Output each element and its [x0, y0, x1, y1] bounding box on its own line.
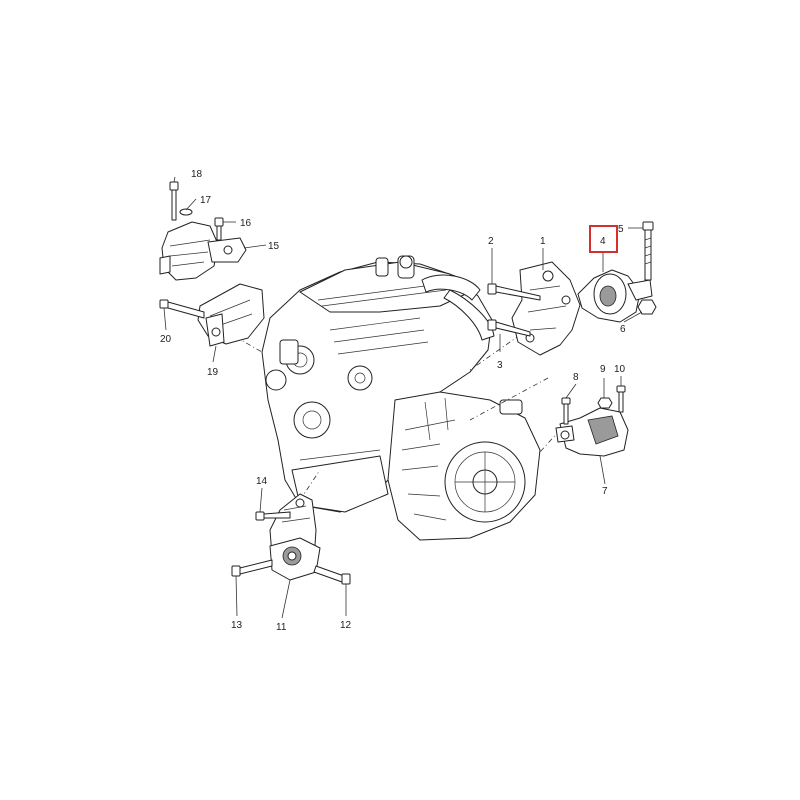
- bolt-16: [214, 217, 224, 241]
- callout-5: 5: [618, 224, 624, 235]
- bolt-10: [616, 385, 626, 413]
- callout-2: 2: [488, 236, 494, 247]
- front-mount-bracket: [269, 493, 321, 581]
- callout-6: 6: [620, 324, 626, 335]
- callout-8: 8: [573, 372, 579, 383]
- callout-labels: 1 2 3 4 5 6 7 8 9 10 11 12 13 14 15 16 1…: [160, 169, 626, 633]
- washer-17: [179, 208, 193, 216]
- nut-6: [637, 299, 657, 315]
- callout-11: 11: [276, 622, 287, 633]
- bolt-5: [642, 221, 654, 281]
- bolt-8: [561, 397, 571, 425]
- bolt-12: [313, 565, 351, 585]
- callout-16: 16: [240, 218, 252, 229]
- callout-7: 7: [602, 486, 608, 497]
- callout-19: 19: [207, 367, 219, 378]
- callout-1: 1: [540, 236, 546, 247]
- right-engine-mount: [577, 269, 653, 323]
- leader-lines: [163, 176, 643, 619]
- highlight-box-4: [589, 225, 618, 253]
- upper-mount-bracket: [511, 261, 581, 356]
- bolt-3: [487, 319, 531, 337]
- rear-transmission-mount: [555, 407, 629, 457]
- callout-17: 17: [200, 195, 212, 206]
- engine-transaxle-assembly: [261, 255, 541, 541]
- bolt-13: [231, 559, 273, 577]
- bolt-14: [255, 511, 291, 521]
- bolt-18: [169, 181, 179, 221]
- bolt-2: [487, 283, 541, 301]
- callout-14: 14: [256, 476, 268, 487]
- callout-13: 13: [231, 620, 243, 631]
- left-mount-bracket: [197, 283, 265, 347]
- bolt-20: [159, 299, 205, 319]
- callout-3: 3: [497, 360, 503, 371]
- callout-15: 15: [268, 241, 280, 252]
- callout-10: 10: [614, 364, 626, 375]
- callout-20: 20: [160, 334, 172, 345]
- nut-9: [597, 397, 613, 409]
- callout-4: 4: [600, 236, 606, 247]
- callout-12: 12: [340, 620, 352, 631]
- left-engine-mount: [159, 221, 247, 281]
- callout-9: 9: [600, 364, 606, 375]
- callout-18: 18: [191, 169, 203, 180]
